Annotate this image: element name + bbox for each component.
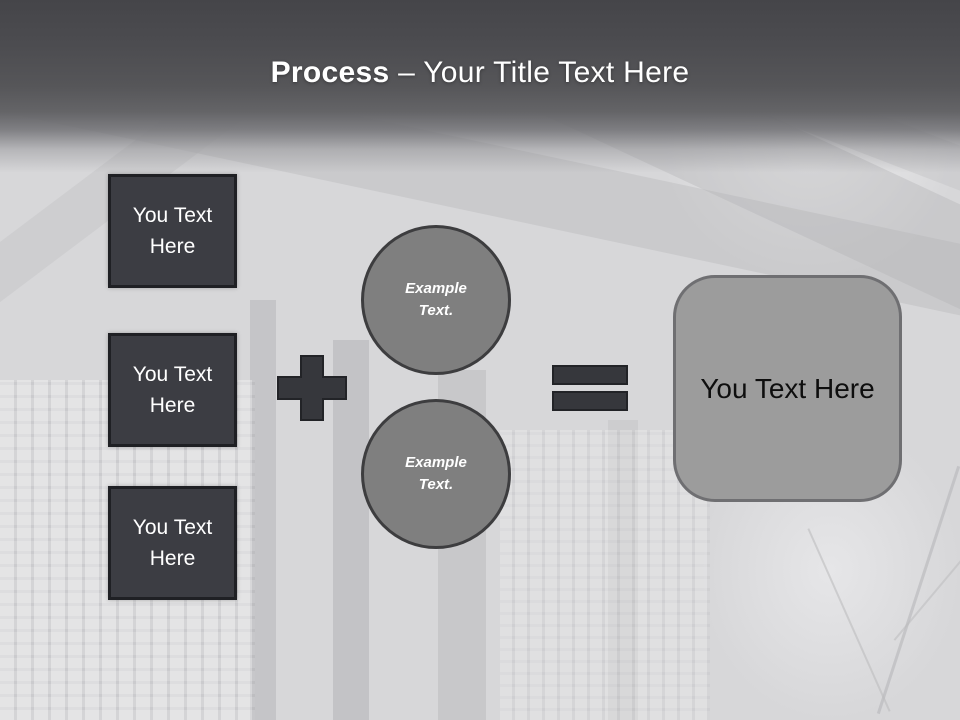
header-band (0, 0, 960, 180)
plus-icon (277, 355, 347, 421)
slide-title[interactable]: Process – Your Title Text Here (0, 56, 960, 90)
example-circle-2[interactable]: Example Text. (361, 399, 511, 549)
equals-bar-bottom (552, 391, 628, 411)
result-box[interactable]: You Text Here (673, 275, 902, 502)
input-box-1[interactable]: You Text Here (108, 174, 237, 288)
slide-title-keyword: Process (270, 56, 390, 89)
input-box-2[interactable]: You Text Here (108, 333, 237, 447)
background-pillar (608, 420, 638, 720)
equals-bar-top (552, 365, 628, 385)
slide-title-rest: – Your Title Text Here (398, 56, 690, 89)
background-pillar (333, 340, 369, 720)
background-window-grid (500, 430, 710, 720)
background-pillar (250, 300, 276, 720)
input-box-3[interactable]: You Text Here (108, 486, 237, 600)
example-circle-1[interactable]: Example Text. (361, 225, 511, 375)
equals-icon (552, 365, 628, 413)
